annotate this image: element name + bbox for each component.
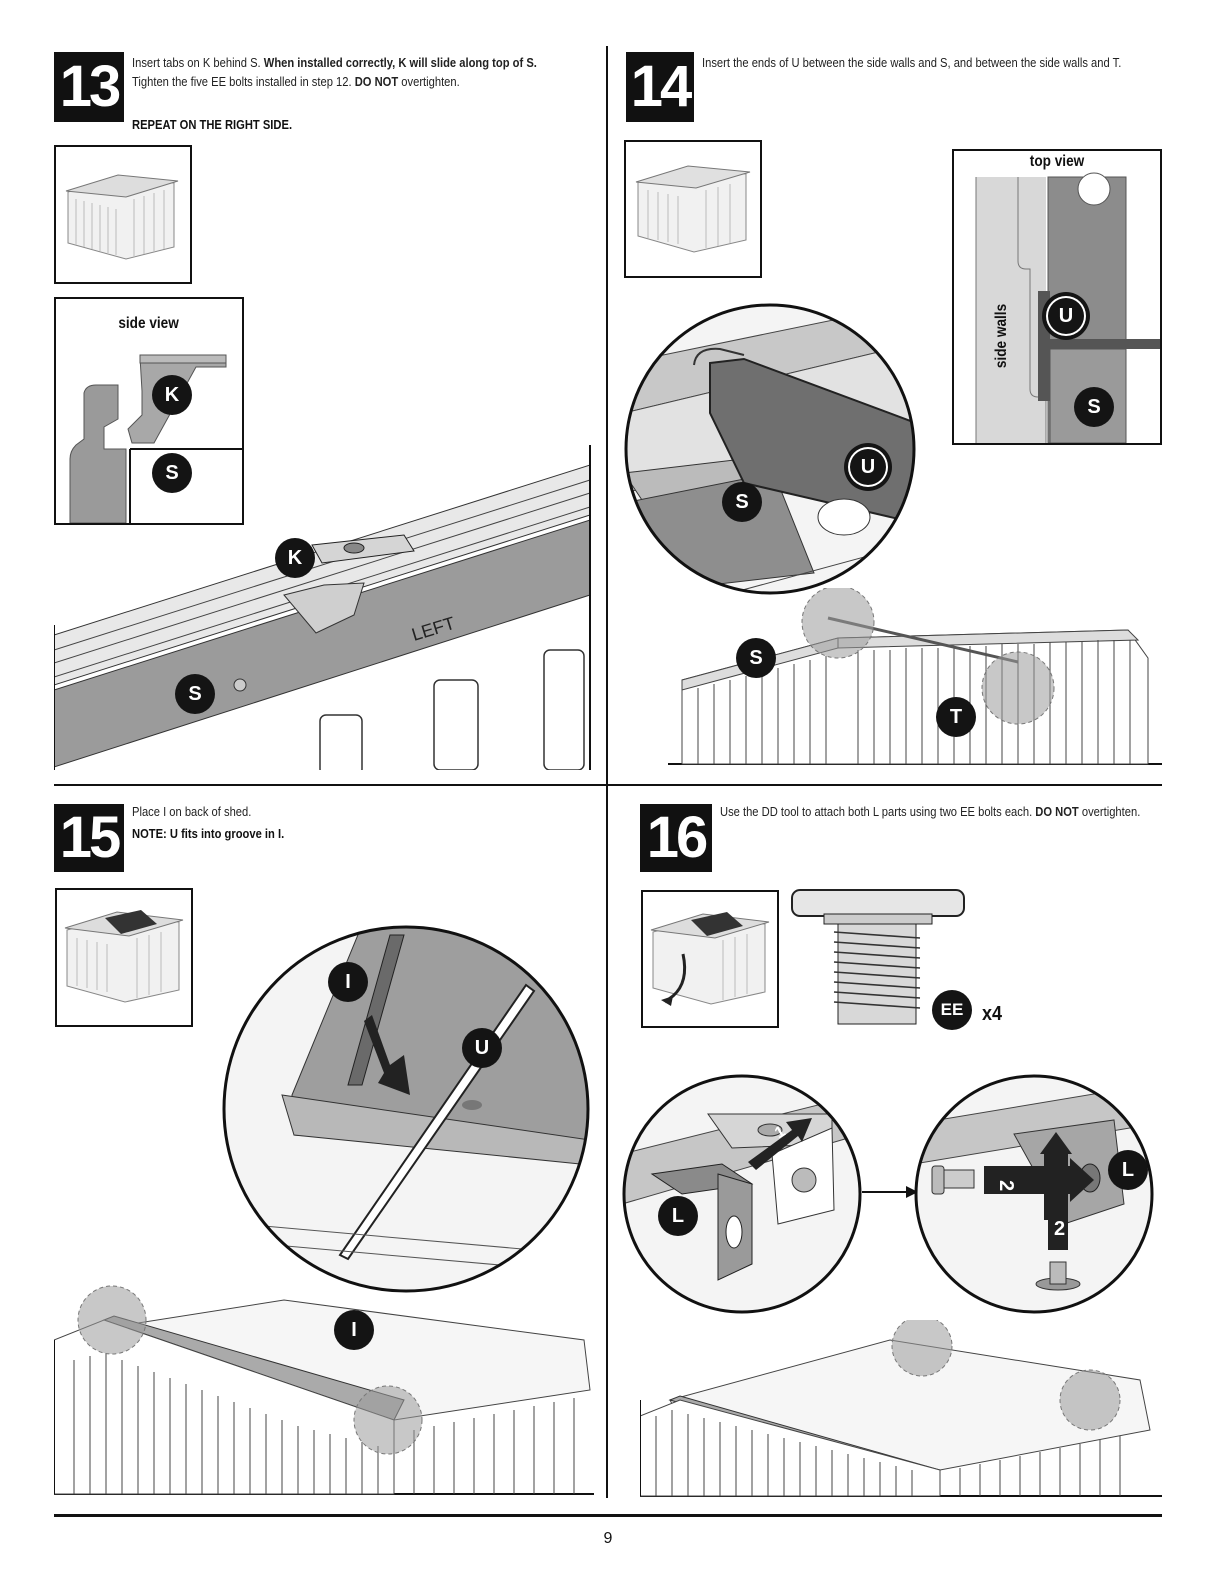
zoom-detail	[914, 1074, 1154, 1314]
part-callout: I	[328, 962, 368, 1002]
shed-thumbnail	[624, 140, 762, 278]
part-callout: S	[736, 638, 776, 678]
step-note: NOTE: U fits into groove in I.	[132, 826, 285, 841]
step-instruction: Insert tabs on K behind S. When installe…	[132, 55, 537, 89]
side-view-label: side view	[118, 315, 180, 332]
rail-illustration: LEFT	[54, 445, 591, 770]
step-instruction: Use the DD tool to attach both L parts u…	[720, 804, 1141, 819]
part-callout: S	[1074, 387, 1114, 427]
step-number: 15	[54, 804, 124, 872]
vertical-divider	[606, 46, 608, 1498]
shed-thumbnail	[641, 890, 779, 1028]
repeat-note: REPEAT ON THE RIGHT SIDE.	[132, 117, 293, 132]
part-callout: S	[722, 482, 762, 522]
step-number: 14	[626, 52, 694, 122]
step-instruction: Insert the ends of U between the side wa…	[702, 55, 1122, 70]
side-walls-label: side walls	[993, 303, 1010, 369]
shed-thumbnail-drawing	[64, 910, 184, 1003]
shed-thumbnail	[55, 888, 193, 1027]
ee-bolt-icon	[791, 889, 965, 1025]
part-callout: K	[275, 538, 315, 578]
shed-thumbnail-drawing	[635, 165, 751, 253]
part-callout: S	[152, 453, 192, 493]
part-callout: S	[175, 674, 215, 714]
shed-roof-illustration	[54, 1285, 594, 1495]
part-callout: L	[1108, 1150, 1148, 1190]
arrow-label: 2	[995, 1179, 1018, 1192]
hardware-quantity: x4	[982, 1003, 1003, 1025]
footer-rule	[54, 1514, 1162, 1517]
part-callout: K	[152, 375, 192, 415]
zoom-detail	[222, 925, 590, 1293]
hardware-callout: EE	[932, 990, 972, 1030]
step-number: 13	[54, 52, 124, 122]
zoom-detail	[622, 1074, 862, 1314]
arrow-label: 2	[1054, 1218, 1066, 1240]
horizontal-divider	[54, 784, 1162, 786]
part-callout: U	[462, 1028, 502, 1068]
part-callout: U	[1046, 296, 1086, 336]
shed-frame-illustration	[668, 588, 1162, 765]
part-callout: I	[334, 1310, 374, 1350]
top-view-inset: top view side walls U S	[952, 149, 1162, 445]
side-view-inset: side view K S	[54, 297, 244, 525]
page-number: 9	[603, 1530, 613, 1547]
step-instruction: Place I on back of shed.	[132, 804, 252, 819]
shed-thumbnail-drawing	[65, 174, 179, 260]
top-view-label: top view	[1029, 153, 1085, 170]
shed-thumbnail-drawing	[650, 912, 770, 1006]
part-callout: U	[848, 447, 888, 487]
part-callout: T	[936, 697, 976, 737]
shed-roof-illustration	[640, 1320, 1162, 1497]
shed-thumbnail	[54, 145, 192, 284]
step-number: 16	[640, 804, 712, 872]
sequence-arrow-icon	[862, 1186, 918, 1198]
part-callout: L	[658, 1196, 698, 1236]
